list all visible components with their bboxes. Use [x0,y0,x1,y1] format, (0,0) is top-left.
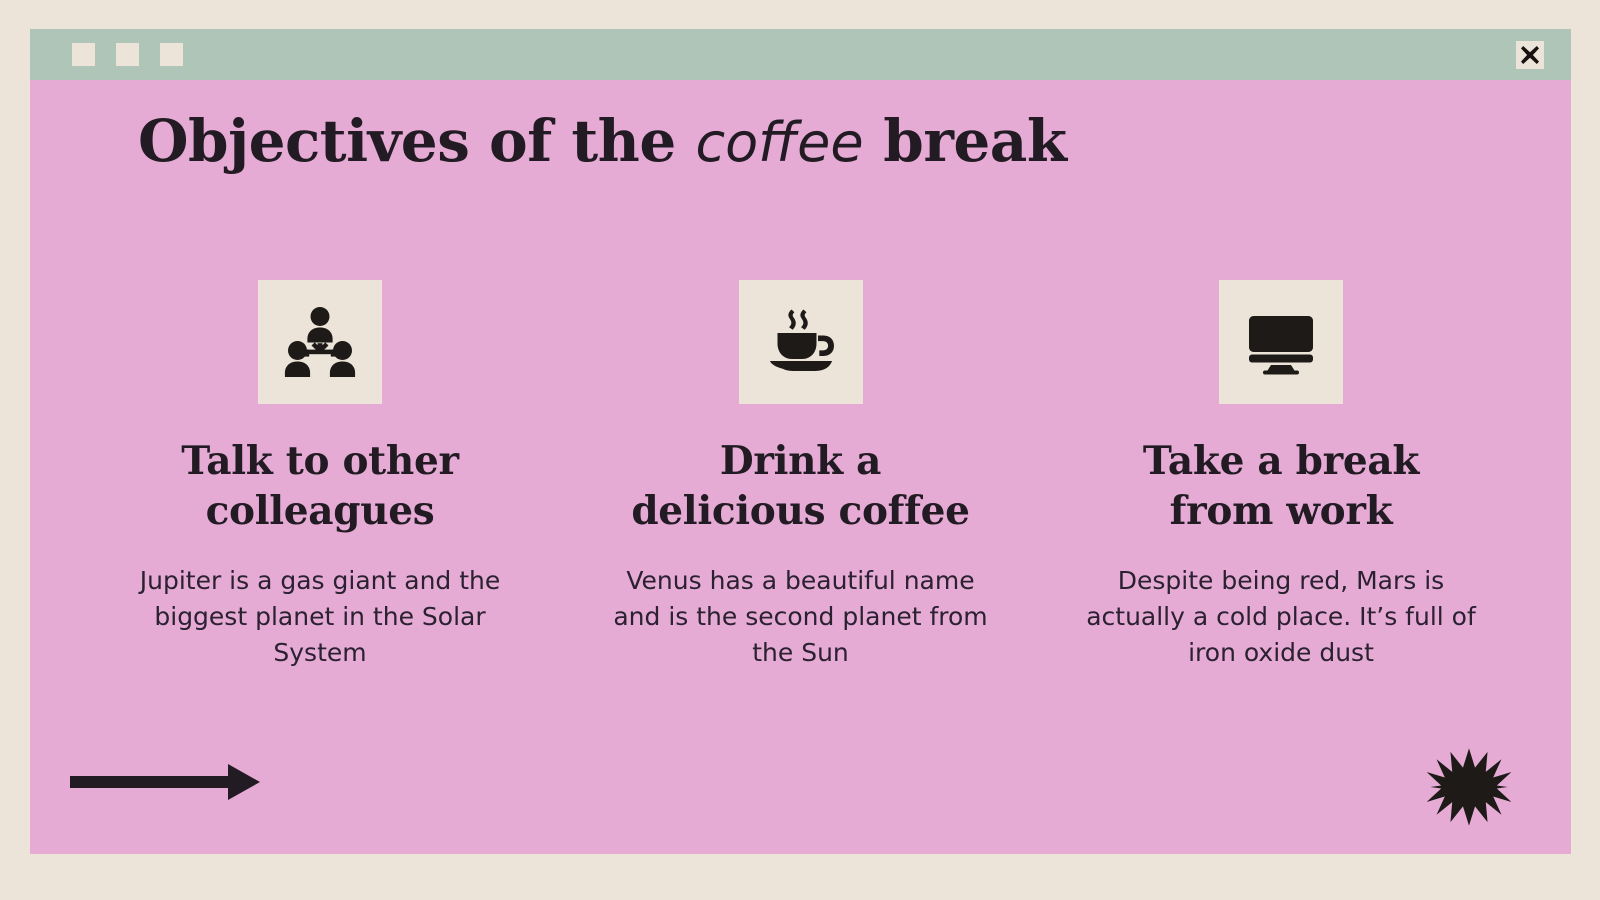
window-dot-3[interactable] [160,43,183,66]
coffee-cup-icon [764,305,838,379]
page-title-emphasis: coffee [695,111,864,174]
close-icon [1520,45,1540,65]
window-titlebar [30,29,1571,80]
right-arrow-decoration [70,762,260,802]
monitor-icon [1244,305,1318,379]
right-arrow-icon [70,762,260,802]
slide-canvas: Objectives of the coffee break [30,80,1571,854]
feature-column-2: Drink a delicious coffee Venus has a bea… [591,280,1011,671]
feature-body-3: Despite being red, Mars is actually a co… [1086,565,1476,667]
feature-column-3: Take a break from work Despite being red… [1071,280,1491,671]
feature-heading-2: Drink a delicious coffee [631,438,970,534]
icon-tile-2 [738,280,863,404]
feature-heading-3: Take a break from work [1142,438,1420,534]
team-people-icon [283,305,357,379]
page-title-part2: break [863,107,1067,175]
app-window: Objectives of the coffee break [30,29,1571,854]
icon-tile-3 [1219,280,1343,404]
window-control-dots [72,43,183,66]
starburst-icon [1427,745,1511,829]
feature-body-2: Venus has a beautiful name and is the se… [613,565,988,667]
close-button[interactable] [1516,40,1544,69]
window-dot-2[interactable] [116,43,139,66]
feature-column-1: Talk to other colleagues Jupiter is a ga… [110,280,530,671]
icon-tile-1 [258,280,382,404]
feature-body-1: Jupiter is a gas giant and the biggest p… [139,565,501,667]
feature-columns: Talk to other colleagues Jupiter is a ga… [110,280,1491,671]
starburst-decoration [1427,745,1511,829]
feature-heading-1: Talk to other colleagues [181,438,459,534]
window-dot-1[interactable] [72,43,95,66]
page-title: Objectives of the coffee break [138,107,1067,175]
page-title-part1: Objectives of the [138,107,696,175]
